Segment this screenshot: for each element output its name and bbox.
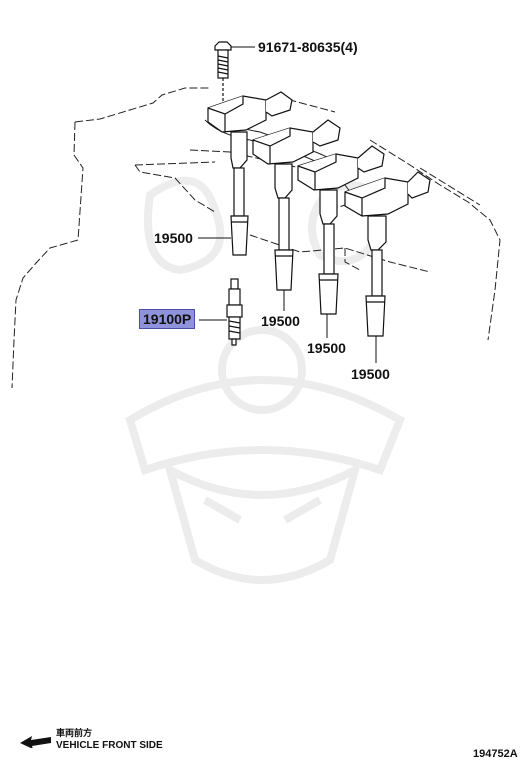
leader-lines: [198, 46, 377, 363]
spark-plug: [226, 278, 243, 346]
coil-part-number-2[interactable]: 19500: [261, 313, 300, 329]
engine-outline: [11, 87, 501, 389]
coil-part-number-3[interactable]: 19500: [307, 340, 346, 356]
ignition-coil-2: [252, 119, 341, 291]
coil-part-number-4[interactable]: 19500: [351, 366, 390, 382]
ignition-coil-3: [297, 145, 385, 315]
illustration-id: 194752A: [473, 748, 518, 760]
left-arrow-icon: [20, 736, 51, 748]
front-label-japanese: 車両前方: [56, 729, 93, 739]
spark-plug-part-number[interactable]: 19100P: [139, 309, 196, 329]
ignition-coil-1: [207, 91, 293, 256]
bolt-part-number[interactable]: 91671-80635(4): [258, 39, 358, 55]
front-label-english: VEHICLE FRONT SIDE: [56, 740, 163, 751]
coil-part-number-1[interactable]: 19500: [154, 230, 193, 246]
bolt: [214, 41, 232, 115]
ignition-coil-4: [344, 171, 431, 337]
